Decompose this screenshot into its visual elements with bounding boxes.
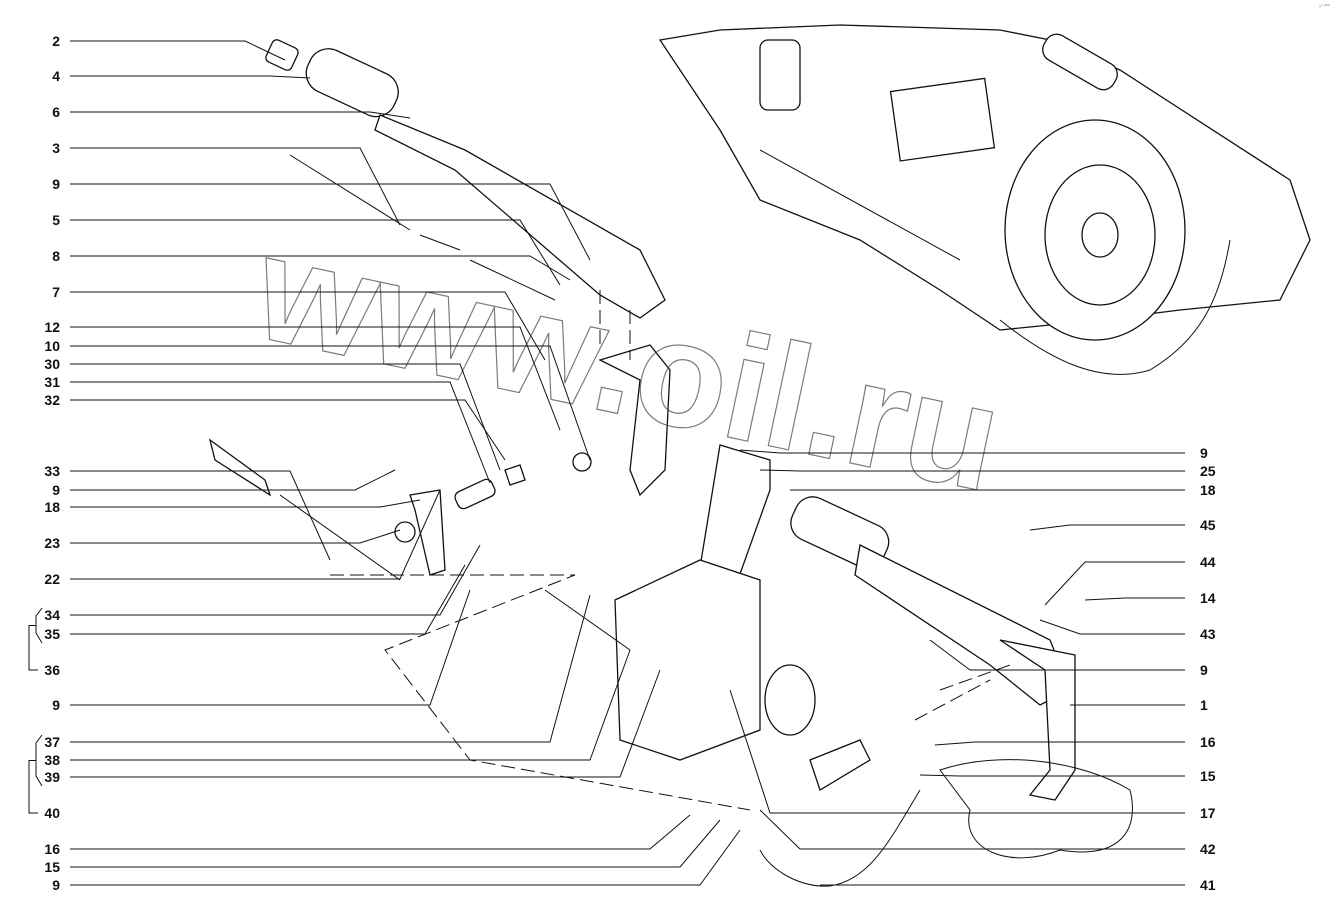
callout-label: 43 bbox=[1200, 626, 1216, 642]
callout-label: 31 bbox=[44, 374, 60, 390]
callout-label: 16 bbox=[44, 841, 60, 857]
callout-label: 9 bbox=[1200, 662, 1208, 678]
leader-line bbox=[759, 469, 1185, 472]
leader-line bbox=[70, 345, 591, 461]
leader-line bbox=[70, 489, 441, 580]
leader-line bbox=[929, 639, 1185, 671]
leader-line bbox=[759, 809, 1185, 850]
callout-label: 9 bbox=[52, 482, 60, 498]
leader-line bbox=[70, 40, 286, 61]
equalizer-parts bbox=[208, 438, 526, 581]
callout-label: 23 bbox=[44, 535, 60, 551]
callout-label: 15 bbox=[44, 859, 60, 875]
group-bracket bbox=[35, 734, 43, 787]
callout-label: 25 bbox=[1200, 463, 1216, 479]
group-bracket bbox=[28, 760, 38, 814]
callout-label: 12 bbox=[44, 319, 60, 335]
leader-line bbox=[729, 689, 1185, 814]
group-bracket bbox=[28, 625, 38, 671]
callout-label: 38 bbox=[44, 752, 60, 768]
callout-label: 6 bbox=[52, 104, 60, 120]
leader-line bbox=[934, 741, 1185, 746]
leader-line bbox=[70, 469, 396, 491]
callout-label: 9 bbox=[52, 176, 60, 192]
leader-line bbox=[70, 111, 411, 119]
leader-line bbox=[70, 147, 401, 226]
upper-hand-brake-lever bbox=[265, 39, 671, 497]
callout-label: 32 bbox=[44, 392, 60, 408]
group-bracket bbox=[35, 607, 43, 644]
callout-label: 36 bbox=[44, 662, 60, 678]
callout-label: 18 bbox=[1200, 482, 1216, 498]
callout-label: 14 bbox=[1200, 590, 1216, 606]
leader-line bbox=[1029, 524, 1185, 531]
leader-line bbox=[70, 399, 506, 461]
leader-line bbox=[70, 814, 691, 850]
leader-line bbox=[739, 449, 1185, 454]
leader-line bbox=[70, 255, 571, 281]
leader-line bbox=[70, 291, 546, 361]
leader-line bbox=[1044, 561, 1185, 606]
callout-label: 3 bbox=[52, 140, 60, 156]
leader-line bbox=[70, 363, 501, 471]
callout-label: 17 bbox=[1200, 805, 1216, 821]
callout-label: 39 bbox=[44, 769, 60, 785]
callout-label: 9 bbox=[1200, 445, 1208, 461]
leader-line bbox=[70, 219, 561, 286]
callout-label: 16 bbox=[1200, 734, 1216, 750]
leader-line bbox=[70, 529, 401, 544]
callout-label: 33 bbox=[44, 463, 60, 479]
corner-mark: ₑᵒ ᵉᵉᵉ bbox=[1319, 3, 1330, 9]
leader-line bbox=[70, 75, 311, 79]
leader-line bbox=[70, 381, 491, 484]
engine-assembly-illustration bbox=[658, 24, 1311, 375]
leader-line bbox=[70, 594, 591, 743]
leader-line bbox=[70, 326, 561, 431]
leader-line bbox=[70, 669, 661, 778]
callout-label: 9 bbox=[52, 697, 60, 713]
callout-label: 9 bbox=[52, 877, 60, 893]
callout-label: 44 bbox=[1200, 554, 1216, 570]
callout-label: 34 bbox=[44, 607, 60, 623]
callout-label: 1 bbox=[1200, 697, 1208, 713]
leader-line bbox=[1039, 619, 1185, 635]
callout-label: 4 bbox=[52, 68, 60, 84]
leader-line bbox=[70, 499, 421, 508]
leader-line bbox=[919, 774, 1185, 777]
callout-label: 8 bbox=[52, 248, 60, 264]
leader-line bbox=[70, 183, 591, 261]
callout-label: 45 bbox=[1200, 517, 1216, 533]
callout-label: 22 bbox=[44, 571, 60, 587]
leader-line bbox=[70, 589, 471, 706]
callout-label: 42 bbox=[1200, 841, 1216, 857]
leader-line bbox=[70, 819, 721, 868]
lower-hand-brake-lever bbox=[544, 444, 1133, 887]
callout-label: 30 bbox=[44, 356, 60, 372]
callout-label: 5 bbox=[52, 212, 60, 228]
callout-labels: 2463958712103031323391823223435369373839… bbox=[28, 33, 1216, 893]
leader-line bbox=[70, 564, 466, 635]
callout-label: 10 bbox=[44, 338, 60, 354]
callout-label: 41 bbox=[1200, 877, 1216, 893]
callout-label: 18 bbox=[44, 499, 60, 515]
leader-line bbox=[70, 470, 331, 561]
callout-label: 15 bbox=[1200, 768, 1216, 784]
callout-label: 2 bbox=[52, 33, 60, 49]
leader-line bbox=[70, 649, 631, 761]
leader-line bbox=[1084, 597, 1185, 601]
leader-line bbox=[70, 544, 481, 616]
leader-line bbox=[70, 829, 741, 886]
callout-label: 7 bbox=[52, 284, 60, 300]
callout-label: 40 bbox=[44, 805, 60, 821]
callout-label: 35 bbox=[44, 626, 60, 642]
callout-label: 37 bbox=[44, 734, 60, 750]
